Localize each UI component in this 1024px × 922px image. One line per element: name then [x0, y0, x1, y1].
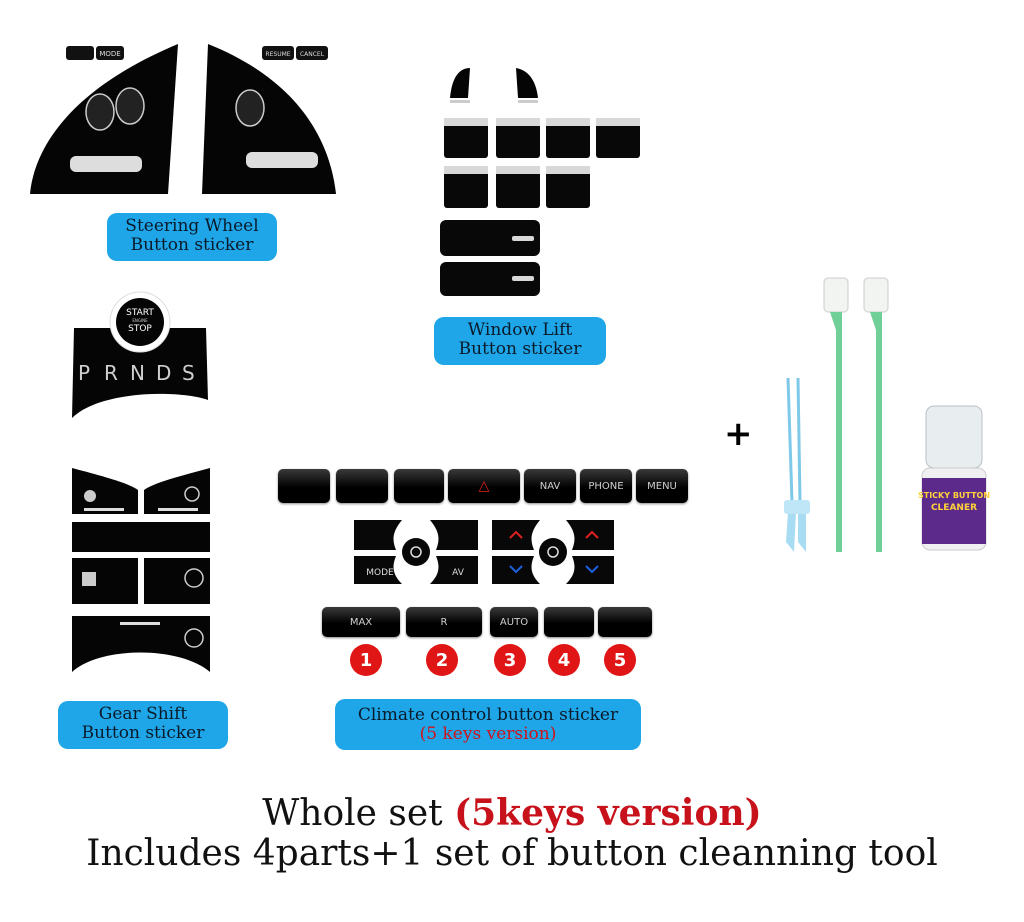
climate-key-menu: MENU [636, 469, 688, 503]
climate-control-label: Climate control button sticker (5 keys v… [335, 699, 641, 750]
stop-label: STOP [128, 324, 152, 334]
climate-key-unlock [336, 469, 388, 503]
bottle-label-line2: CLEANER [931, 503, 977, 513]
gear-letter-n: N [130, 361, 145, 385]
gear-letter-p: P [78, 361, 90, 385]
bottle-label-line1: STICKY BUTTON [918, 491, 990, 500]
gear-letter-d: D [156, 361, 171, 385]
steering-wheel-label: Steering Wheel Button sticker [107, 213, 277, 261]
caption-line-2: Includes 4parts+1 set of button cleannin… [86, 833, 938, 874]
gear-letter-r: R [104, 361, 118, 385]
climate-av-label: AV [452, 568, 465, 578]
number-badge-5: 5 [604, 644, 636, 676]
toothpick-swabs [784, 377, 810, 552]
climate-key-lock [278, 469, 330, 503]
hazard-icon: △ [478, 478, 490, 494]
plus-sign: + [724, 414, 753, 454]
gear-letter-s: S [182, 361, 195, 385]
steering-wheel-stickers: MODE RESUME CANCEL [30, 44, 336, 194]
climate-key-auto: AUTO [490, 607, 538, 637]
climate-key-recirc [598, 607, 652, 637]
window-lift-stickers [440, 68, 640, 296]
climate-key-rear-defrost: R [406, 607, 482, 637]
foam-swabs [823, 277, 889, 552]
number-badge-4: 4 [548, 644, 580, 676]
steering-resume-label: RESUME [265, 51, 290, 58]
caption-line-1: Whole set (5keys version) [262, 792, 762, 834]
climate-key-park [394, 469, 444, 503]
steering-mode-label: MODE [99, 50, 120, 58]
climate-key-hazard: △ [448, 469, 520, 503]
cleaning-tools: STICKY BUTTON CLEANER [784, 277, 990, 552]
climate-mode-label: MODE [366, 568, 394, 578]
window-lift-label: Window Lift Button sticker [434, 317, 606, 365]
climate-rotary-panel: MODE AV [354, 520, 614, 584]
steering-cancel-label: CANCEL [300, 51, 325, 58]
climate-key-phone: PHONE [580, 469, 632, 503]
engine-label: ENGINE [132, 318, 148, 323]
gear-shift-label: Gear Shift Button sticker [58, 701, 228, 749]
gear-shift-prnds-sticker: START ENGINE STOP P R N D S [72, 291, 208, 418]
climate-key-nav: NAV [524, 469, 576, 503]
start-label: START [126, 308, 154, 318]
number-badge-2: 2 [426, 644, 458, 676]
number-badge-1: 1 [350, 644, 382, 676]
climate-key-seat [544, 607, 594, 637]
cleaner-bottle: STICKY BUTTON CLEANER [918, 405, 990, 551]
gear-shift-stickers [72, 468, 210, 672]
climate-key-max-defrost: MAX [322, 607, 400, 637]
number-badge-3: 3 [494, 644, 526, 676]
